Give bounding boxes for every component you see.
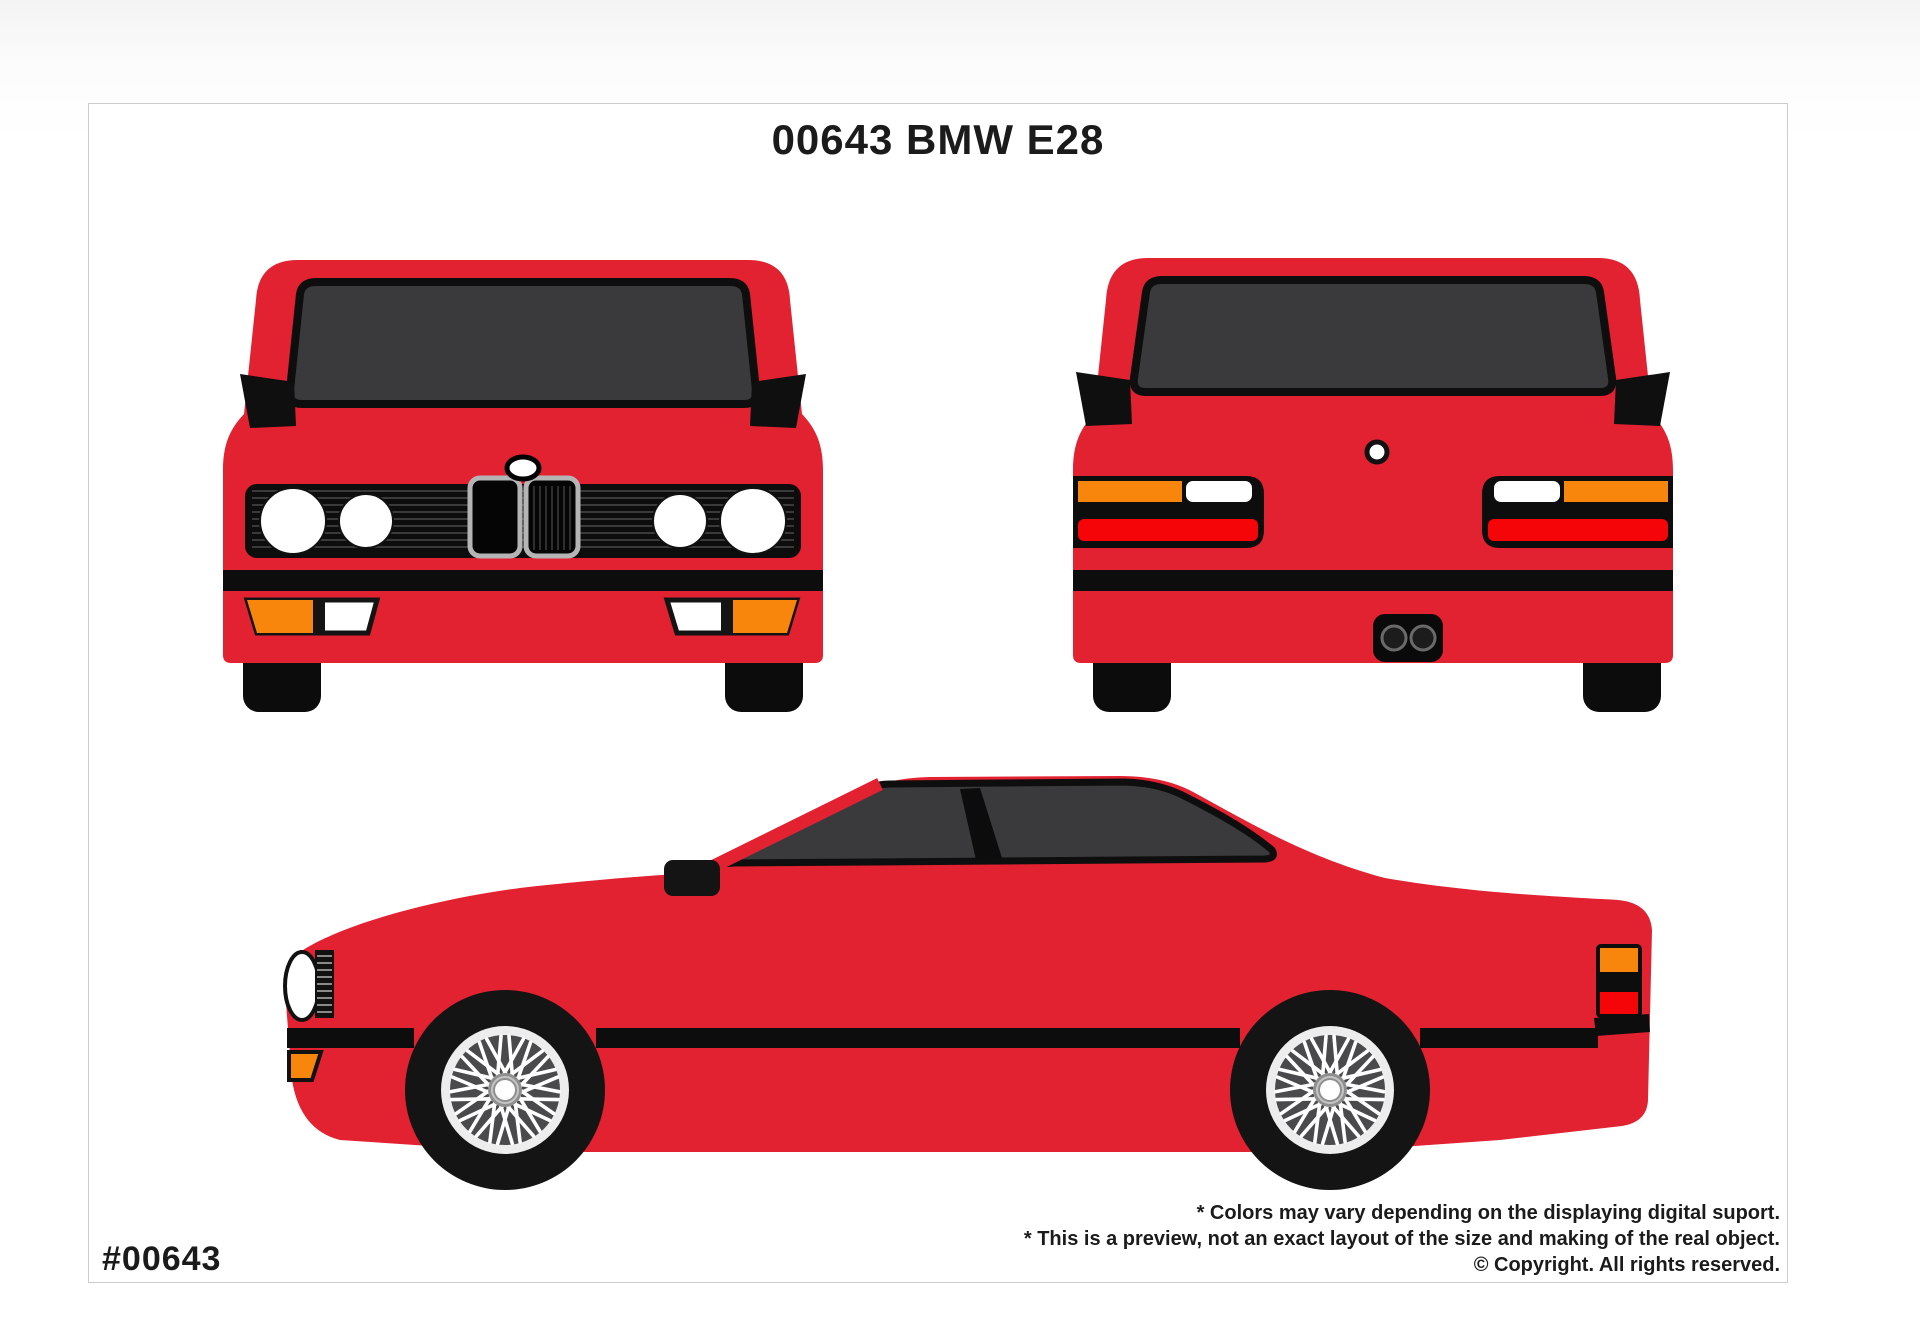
rear-corner-trim [1594, 1014, 1650, 1036]
windshield-glass [285, 278, 761, 408]
a-pillar-stripe [711, 778, 883, 872]
rear-view-illustration [1073, 258, 1673, 712]
rear-left-mirror [1076, 372, 1132, 426]
disclaimer-block: * Colors may vary depending on the displ… [880, 1200, 1780, 1278]
side-rear-wheel [1230, 990, 1430, 1190]
side-view-illustration [283, 776, 1652, 1190]
front-bumper-stripe [223, 570, 823, 591]
rear-bumper-stripe [1073, 570, 1673, 591]
side-stripe-middle [596, 1028, 1240, 1048]
side-front-signal [287, 1050, 324, 1082]
disclaimer-line-1: * Colors may vary depending on the displ… [1196, 1202, 1780, 1224]
front-view-illustration [223, 260, 823, 712]
rear-taillight-left [1073, 476, 1264, 548]
front-turn-signal-left [243, 597, 381, 636]
front-left-mirror [240, 374, 296, 428]
side-mirror [664, 860, 720, 896]
exhaust-pipes [1373, 614, 1443, 662]
side-stripe-rear [1420, 1028, 1598, 1048]
page-title: 00643 BMW E28 [771, 116, 1105, 163]
trunk-lock-icon [1364, 439, 1390, 465]
disclaimer-line-2: * This is a preview, not an exact layout… [1023, 1228, 1780, 1250]
disclaimer-line-3: © Copyright. All rights reserved. [1473, 1254, 1780, 1276]
side-front-wheel [405, 990, 605, 1190]
wheel-mesh [449, 1034, 561, 1146]
kidney-grille-left [467, 475, 523, 559]
rear-right-mirror [1614, 372, 1670, 426]
kidney-grille-slats [533, 486, 571, 550]
front-right-mirror [750, 374, 806, 428]
headlight-inner-right [652, 493, 708, 549]
headlight-outer-right [719, 487, 787, 555]
headlight-inner-left [338, 493, 394, 549]
headlight-outer-left [259, 487, 327, 555]
side-headlight [283, 950, 321, 1022]
rear-taillight-right [1482, 476, 1673, 548]
rear-window-glass [1129, 276, 1617, 396]
bmw-roundel-icon [504, 454, 542, 482]
side-grille-slats [317, 955, 332, 1013]
front-turn-signal-right [663, 597, 801, 636]
side-taillight [1594, 944, 1650, 1036]
item-number: #00643 [102, 1240, 222, 1278]
side-stripe-front [287, 1028, 414, 1048]
b-pillar [960, 788, 1002, 860]
wheel-mesh [1274, 1034, 1386, 1146]
